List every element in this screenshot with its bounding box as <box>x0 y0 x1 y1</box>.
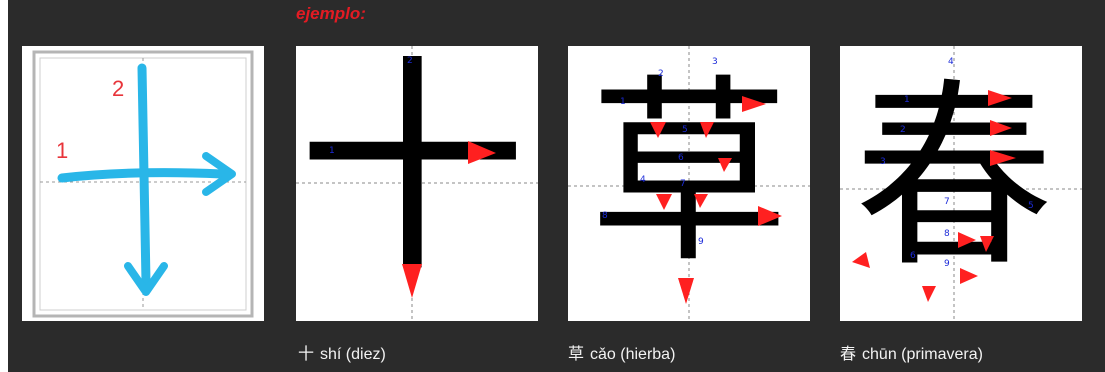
stroke-number: 2 <box>900 125 906 135</box>
stroke-number: 7 <box>680 179 686 189</box>
stroke-number: 8 <box>602 211 608 221</box>
stroke-number: 8 <box>944 229 950 239</box>
panel-handdrawn-shi: 1 2 <box>22 46 264 321</box>
hand-arrow-2 <box>124 262 168 296</box>
hand-stroke-2 <box>137 63 151 287</box>
panel-chun: 春 1 2 3 4 5 6 7 8 9 <box>840 46 1082 321</box>
character-glyph: 春 <box>854 62 1054 295</box>
arrow <box>990 150 1016 166</box>
arrow <box>700 122 714 138</box>
arrow <box>922 286 936 302</box>
caption-text: cǎo (hierba) <box>590 346 676 363</box>
character-glyph: 草 <box>589 58 789 291</box>
arrow <box>990 120 1012 136</box>
caption-cao: 草 cǎo (hierba) <box>568 340 675 364</box>
stroke-number: 5 <box>682 125 688 135</box>
stroke-number: 1 <box>620 97 626 107</box>
caption-hanzi: 十 <box>298 346 315 363</box>
arrow <box>650 122 666 138</box>
arrow-2 <box>402 264 422 298</box>
panel-cao: 草 1 2 3 4 5 6 7 8 9 <box>568 46 810 321</box>
arrow <box>694 194 708 208</box>
arrow <box>718 158 732 172</box>
arrow <box>958 232 976 248</box>
stroke-number: 6 <box>910 251 916 261</box>
stroke-number: 5 <box>1028 201 1034 211</box>
stroke-number: 6 <box>678 153 684 163</box>
caption-chun: 春 chūn (primavera) <box>840 340 983 364</box>
stroke-number: 1 <box>329 146 335 156</box>
caption-text: shí (diez) <box>320 346 386 363</box>
stroke-number: 2 <box>658 69 664 79</box>
arrow <box>988 90 1012 106</box>
left-edge-strip <box>0 0 8 372</box>
arrow-1 <box>468 141 496 164</box>
stroke-number: 3 <box>712 57 718 67</box>
caption-hanzi: 春 <box>840 346 857 363</box>
panel-shi: 十 1 2 <box>296 46 538 321</box>
caption-hanzi: 草 <box>568 346 585 363</box>
stroke-number: 2 <box>407 56 413 66</box>
stroke-number: 1 <box>904 95 910 105</box>
stroke-number: 2 <box>112 76 124 101</box>
caption-text: chūn (primavera) <box>862 346 983 363</box>
stroke-number: 1 <box>56 138 68 163</box>
example-label: ejemplo: <box>296 4 366 23</box>
hand-arrow-1 <box>202 152 236 196</box>
arrow <box>656 194 672 210</box>
hand-stroke-1 <box>57 168 227 183</box>
stroke-number: 7 <box>944 197 950 207</box>
arrow <box>960 268 978 284</box>
stroke-number: 3 <box>880 157 886 167</box>
stroke-number: 4 <box>948 57 954 67</box>
stroke-number: 4 <box>640 175 646 185</box>
arrow <box>980 236 994 252</box>
character-glyph: 十 <box>297 46 527 304</box>
stroke-number: 9 <box>944 259 950 269</box>
arrow <box>852 252 870 268</box>
stroke-number: 9 <box>698 237 704 247</box>
arrow <box>742 96 766 112</box>
arrow <box>678 278 694 304</box>
arrow <box>758 206 782 226</box>
caption-shi: 十 shí (diez) <box>298 340 386 364</box>
